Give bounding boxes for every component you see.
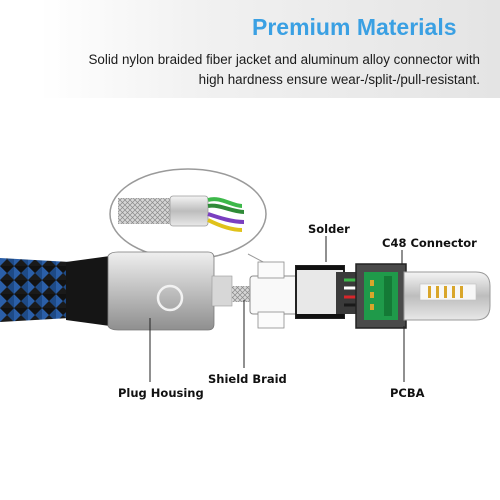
c48-connector (355, 263, 491, 329)
plug-housing (66, 251, 233, 331)
solder-joints (295, 265, 358, 319)
label-solder: Solder (308, 222, 350, 236)
label-c48-connector: C48 Connector (382, 236, 477, 250)
label-plug-housing: Plug Housing (118, 386, 204, 400)
header-banner: Premium Materials Solid nylon braided fi… (0, 0, 500, 98)
description-line-2: high hardness ensure wear-/split-/pull-r… (198, 72, 480, 87)
power-circle-logo-icon (156, 284, 184, 312)
label-pcba: PCBA (390, 386, 425, 400)
label-shield-braid: Shield Braid (208, 372, 287, 386)
braided-cable (0, 258, 70, 322)
description-line-1: Solid nylon braided fiber jacket and alu… (88, 52, 480, 67)
leader-lines (149, 236, 405, 382)
pcba-board (364, 272, 398, 320)
banner-background (0, 0, 500, 98)
plastic-insulator (249, 261, 305, 329)
page-title: Premium Materials (252, 14, 457, 40)
